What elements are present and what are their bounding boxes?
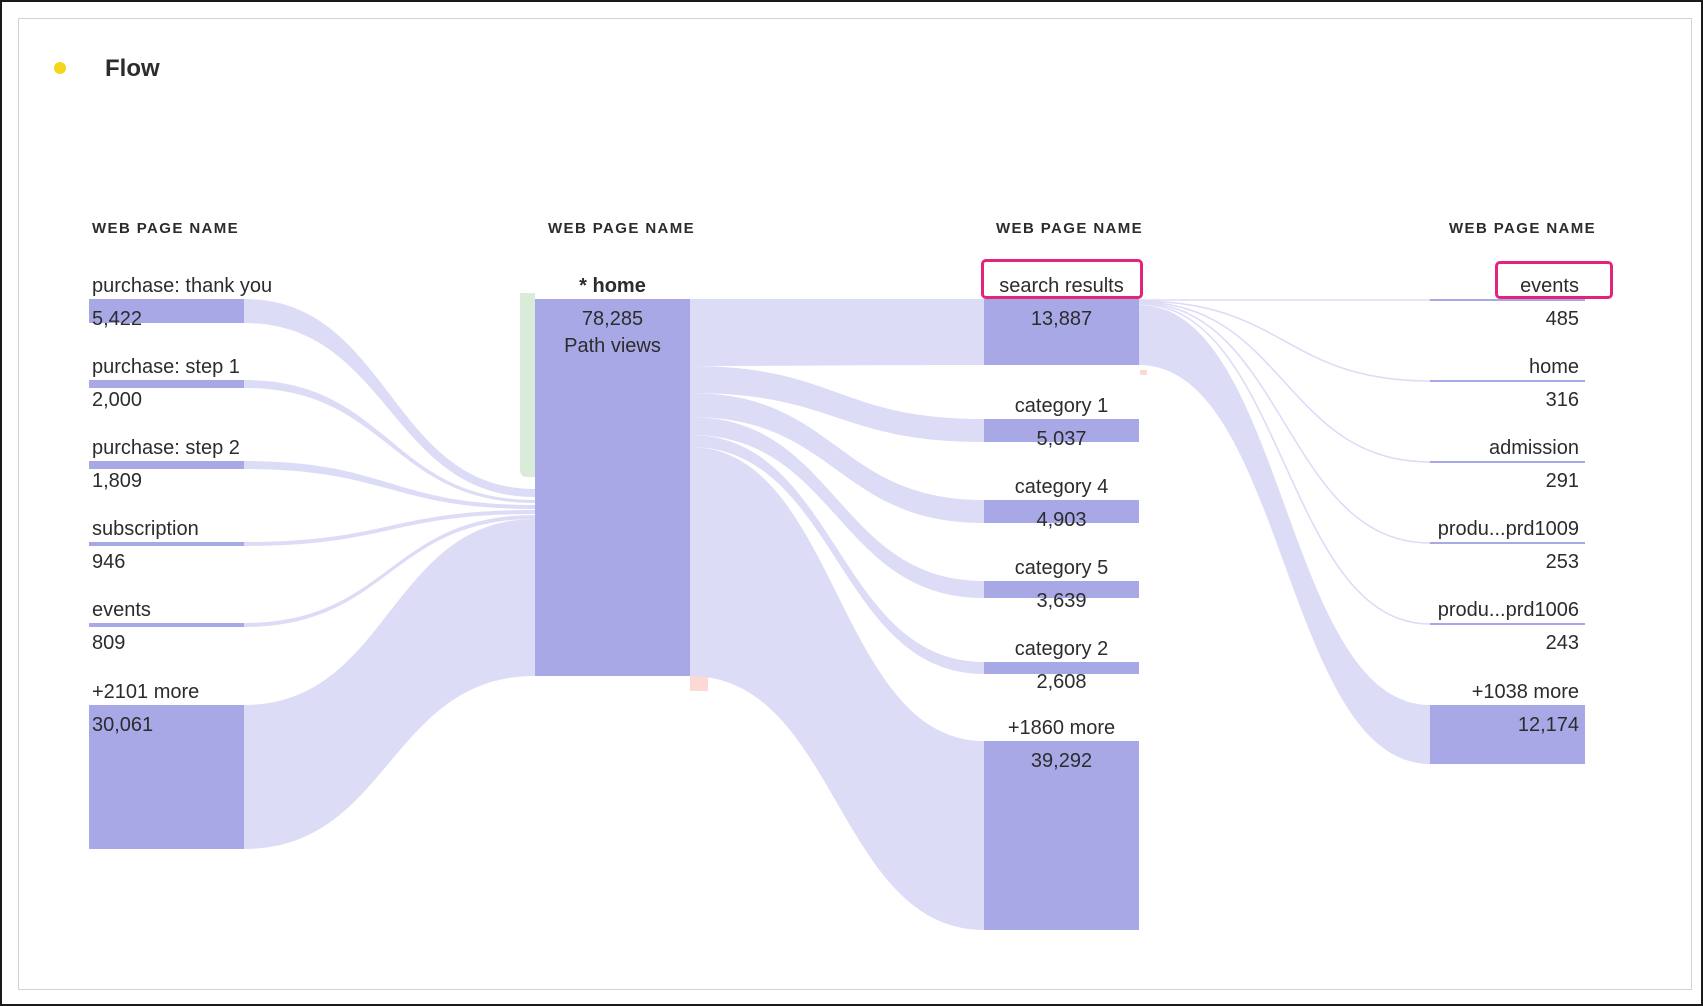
col3-node6-name: +1860 more — [1007, 717, 1116, 739]
link-col1-node6-to-home — [244, 519, 535, 849]
col3-node6-value: 39,292 — [1030, 750, 1093, 772]
col1-node2-name: purchase: step 1 — [92, 356, 240, 378]
col4-node4-name: produ...prd1009 — [1437, 518, 1579, 540]
flow-node-col4-6 — [1430, 705, 1585, 764]
col1-node5-value: 809 — [92, 632, 126, 654]
link-col1-node1-to-home — [244, 299, 535, 497]
link-search-results-to-col4-node3 — [1138, 301, 1431, 463]
col3-node4-name: category 5 — [1014, 557, 1109, 579]
col3-node2-name: category 1 — [1014, 395, 1109, 417]
col3-node5-name: category 2 — [1014, 638, 1109, 660]
link-col1-node5-to-home — [244, 515, 535, 627]
col3-node3-value: 4,903 — [1036, 509, 1087, 531]
flow-node-col1-6 — [89, 705, 244, 849]
entry-marker — [520, 293, 535, 477]
link-home-to-col3-node6 — [690, 447, 984, 930]
flow-diagram — [89, 293, 1585, 930]
col3-node3-name: category 4 — [1014, 476, 1109, 498]
flow-node-col2-1 — [535, 299, 690, 676]
link-home-to-col3-node2 — [690, 366, 984, 442]
panel-title: Flow — [105, 55, 160, 82]
flow-node-col3-1 — [984, 299, 1139, 365]
col3-node1-name: search results — [999, 275, 1124, 297]
column-header-1: WEB PAGE NAME — [92, 220, 240, 237]
link-home-to-col3-node3 — [690, 393, 984, 523]
col1-node3-name: purchase: step 2 — [92, 437, 240, 459]
flow-panel: Flow WEB PAGE NAME WEB PAGE NAME WEB PAG… — [18, 18, 1692, 990]
col3-node5-value: 2,608 — [1036, 671, 1087, 693]
col4-node6-name: +1038 more — [1471, 681, 1579, 703]
link-col1-node3-to-home — [244, 461, 535, 509]
home-node-value: 78,285 — [581, 308, 644, 330]
link-home-to-col3-node4 — [690, 417, 984, 598]
col4-node5-value: 243 — [1545, 632, 1579, 654]
home-node-sub-label: Path views — [564, 335, 661, 357]
col4-node4-value: 253 — [1545, 551, 1579, 573]
flow-node-col3-6 — [984, 741, 1139, 930]
flow-node-col4-4 — [1430, 542, 1585, 544]
col3-node2-value: 5,037 — [1036, 428, 1087, 450]
home-node-name: * home — [579, 275, 646, 297]
col1-node6-name: +2101 more — [92, 681, 200, 703]
col4-node3-name: admission — [1488, 437, 1579, 459]
link-home-to-col3-node1 — [690, 299, 984, 366]
col4-node3-value: 291 — [1545, 470, 1579, 492]
exit-marker-small — [1140, 370, 1147, 375]
flow-node-col3-4 — [984, 581, 1139, 598]
flow-node-col1-1 — [89, 299, 244, 323]
col1-node1-name: purchase: thank you — [92, 275, 273, 297]
flow-node-col1-3 — [89, 461, 244, 469]
col1-node4-value: 946 — [92, 551, 126, 573]
flow-node-col1-2 — [89, 380, 244, 388]
link-home-to-col3-node5 — [690, 435, 984, 674]
col4-node6-value: 12,174 — [1517, 714, 1579, 736]
link-col1-node4-to-home — [244, 510, 535, 546]
col3-node4-value: 3,639 — [1036, 590, 1087, 612]
col4-node1-name: events — [1520, 275, 1579, 297]
col1-node6-value: 30,061 — [92, 714, 154, 736]
flow-node-col3-5 — [984, 662, 1139, 674]
col1-node2-value: 2,000 — [92, 389, 143, 411]
link-search-results-to-col4-node4 — [1138, 302, 1431, 544]
col1-node4-name: subscription — [92, 518, 199, 540]
col1-node1-value: 5,422 — [92, 308, 143, 330]
link-search-results-to-col4-node5 — [1138, 303, 1431, 625]
flow-node-col3-2 — [984, 419, 1139, 442]
flow-node-col4-3 — [1430, 461, 1585, 463]
col4-node5-name: produ...prd1006 — [1437, 599, 1579, 621]
column-header-2: WEB PAGE NAME — [548, 220, 696, 237]
link-search-results-to-col4-node2 — [1138, 300, 1431, 382]
flow-node-col1-5 — [89, 623, 244, 627]
status-dot-icon — [54, 62, 66, 74]
col4-node2-value: 316 — [1545, 389, 1579, 411]
link-col1-node2-to-home — [244, 380, 535, 503]
col4-node1-value: 485 — [1545, 308, 1579, 330]
flow-node-col4-1 — [1430, 299, 1585, 301]
col1-node5-name: events — [92, 599, 151, 621]
column-header-3: WEB PAGE NAME — [996, 220, 1144, 237]
flow-node-col4-5 — [1430, 623, 1585, 625]
col4-node2-name: home — [1528, 356, 1579, 378]
col3-node1-value: 13,887 — [1030, 308, 1093, 330]
flow-node-col1-4 — [89, 542, 244, 546]
flow-node-col4-2 — [1430, 380, 1585, 382]
flow-node-col3-3 — [984, 500, 1139, 523]
link-search-results-to-col4-node6 — [1139, 305, 1430, 764]
column-header-4: WEB PAGE NAME — [1449, 220, 1597, 237]
col1-node3-value: 1,809 — [92, 470, 143, 492]
